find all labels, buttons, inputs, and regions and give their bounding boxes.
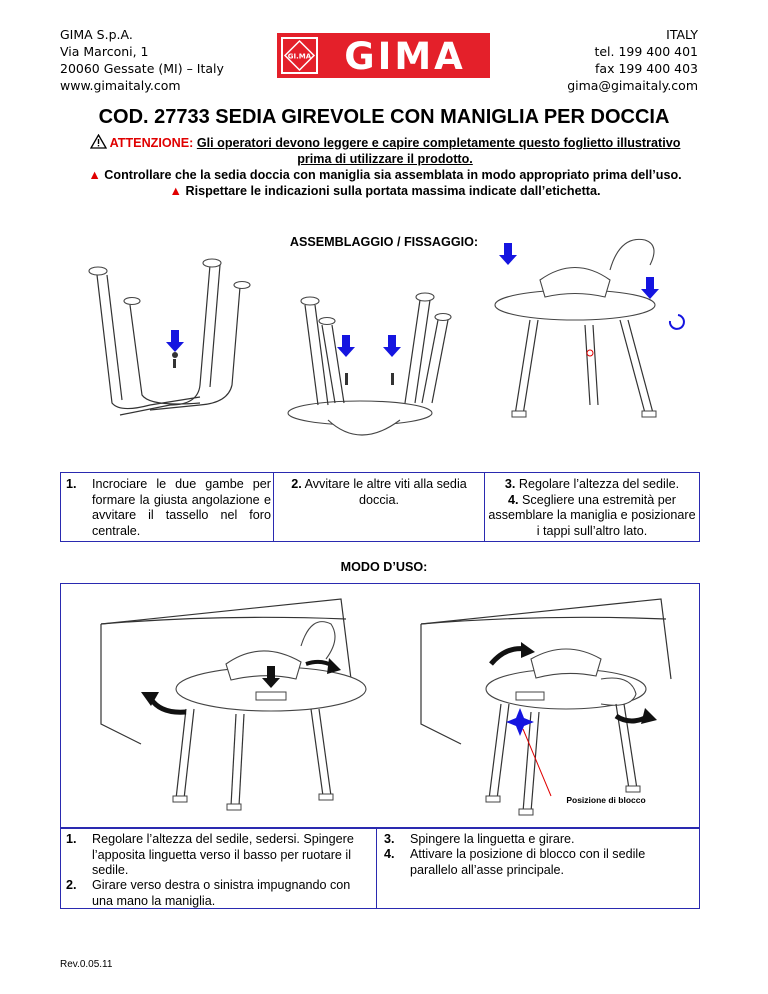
usage-heading: MODO D’USO: [340,560,428,574]
assembly-illustrations [88,238,685,436]
step-number: 2. [66,878,77,892]
rotate-seat-scene [100,598,367,811]
company-contacts: ITALY tel. 199 400 401 fax 199 400 403 g… [567,26,698,94]
legs-on-seat-drawing [287,292,452,436]
bullet-triangle-icon: ▲ [169,184,182,198]
lock-position-label: Posizione di blocco [566,795,645,805]
step-text: Incrociare le due gambe per formare la g… [92,477,271,538]
usage-step-4: 4. Attivare la posizione di blocco con i… [384,847,689,878]
warning-block: ATTENZIONE: Gli operatori devono leggere… [40,133,730,199]
company-city: 20060 Gessate (MI) – Italy [60,61,224,76]
warning-text-1: Gli operatori devono leggere e capire co… [196,136,681,150]
step-text: Girare verso destra o sinistra impugnand… [92,878,351,908]
lock-position-scene: Posizione di blocco [420,598,672,816]
lock-star-icon [506,708,534,736]
chair-with-handle-drawing [494,238,685,418]
usage-step-1: 1. Regolare l’altezza del sedile, seders… [66,832,371,879]
bullet-triangle-icon: ▲ [88,168,101,182]
assembly-step-2: 2. Avvitare le altre viti alla sedia doc… [277,477,481,508]
step-text: Regolare l’altezza del sedile, sedersi. … [92,832,354,877]
warning-bullet-2: Rispettare le indicazioni sulla portata … [185,184,601,198]
assembly-heading: ASSEMBLAGGIO / FISSAGGIO: [289,235,479,249]
company-fax: fax 199 400 403 [595,61,698,76]
step-number: 3. [504,477,516,491]
warning-text-2: prima di utilizzare il prodotto. [297,152,473,166]
usage-drawings: Posizione di blocco [100,598,672,816]
step-number: 4. [384,847,395,861]
document-title: COD. 27733 SEDIA GIREVOLE CON MANIGLIA P… [98,106,670,128]
company-email: gima@gimaitaly.com [567,78,698,93]
legs-crossed-drawing [88,258,251,416]
step-text: Spingere la linguetta e girare. [410,832,575,846]
company-website: www.gimaitaly.com [60,78,181,93]
usage-step-3: 3. Spingere la linguetta e girare. [384,832,689,848]
step-text: Regolare l’altezza del sedile. [518,477,680,491]
company-street: Via Marconi, 1 [60,44,149,59]
step-number: 3. [384,832,395,846]
usage-illustrations [60,583,700,829]
step-number: 4. [507,492,519,507]
company-name: GIMA S.p.A. [60,27,133,42]
warning-label: ATTENZIONE: [109,136,194,150]
step-number: 1. [66,477,77,491]
gima-logo: GI.MA GIMA [277,33,490,78]
logo-badge-text: GI.MA [288,53,312,61]
company-country: ITALY [666,27,698,42]
assembly-step-1: 1. Incrociare le due gambe per formare l… [66,477,271,539]
assembly-steps-table [60,472,700,542]
company-phone: tel. 199 400 401 [594,44,698,59]
company-address: GIMA S.p.A. Via Marconi, 1 20060 Gessate… [60,26,224,94]
usage-step-2: 2. Girare verso destra o sinistra impugn… [66,878,371,909]
warning-icon [89,133,110,150]
usage-steps-table [60,827,700,909]
step-text: Attivare la posizione di blocco con il s… [410,847,646,877]
logo-text: GIMA [344,35,466,78]
assembly-step-3-4: 3. Regolare l’altezza del sedile. 4. Sce… [488,477,696,539]
warning-bullet-1: Controllare che la sedia doccia con mani… [104,168,682,182]
step-text: Avvitare le altre viti alla sedia doccia… [304,477,467,507]
step-number: 1. [66,832,77,846]
step-number: 2. [291,477,302,491]
revision-number: Rev.0.05.11 [60,959,113,970]
step-text: Scegliere una estremità per assemblare l… [488,492,696,538]
